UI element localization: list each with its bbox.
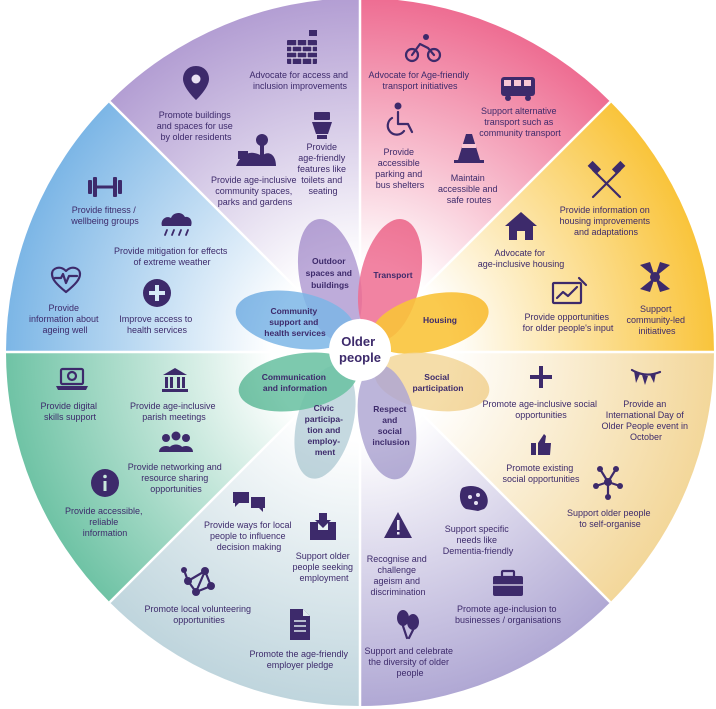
chat-bubbles-icon [233, 492, 265, 512]
item-housing-3: Provide opportunities for older people's… [523, 312, 614, 333]
toilet-icon [312, 112, 332, 139]
item-housing-2: Advocate for age-inclusive housing [478, 248, 565, 269]
sector-transport [360, 0, 611, 352]
thumbs-up-icon [531, 434, 551, 455]
item-respect-2: Recognise and challenge ageism and discr… [367, 554, 430, 597]
item-social-4: Support older people to self-organise [567, 508, 653, 529]
petal-label-social: Social participation [412, 372, 463, 393]
dumbbell-icon [88, 177, 122, 197]
info-icon [91, 469, 119, 497]
inbox-tray-icon [310, 513, 336, 540]
bunting-icon [630, 368, 662, 385]
petals [235, 219, 490, 480]
item-outdoor-1: Advocate for access and inclusion improv… [249, 70, 350, 91]
item-respect-1: Support specific needs like Dementia-fri… [443, 524, 514, 556]
house-icon [505, 212, 537, 240]
sector-respect [360, 352, 611, 706]
warning-triangle-icon [384, 512, 412, 538]
item-community-3: Provide information about ageing well [29, 303, 101, 335]
petal-communication [238, 352, 358, 412]
item-comm-4: Provide accessible, reliable information [65, 506, 145, 538]
item-respect-3: Promote age-inclusion to businesses / or… [455, 604, 562, 625]
petal-label-communication: Communication and information [262, 372, 329, 393]
petal-label-respect: Respect and social inclusion [372, 404, 409, 447]
item-comm-3: Provide networking and resource sharing … [128, 462, 225, 494]
item-community-2: Provide mitigation for effects of extrem… [114, 246, 230, 267]
item-civic-1: Provide ways for local people to influen… [204, 520, 294, 552]
cyclist-icon [404, 34, 442, 63]
petal-respect [357, 364, 417, 480]
sector-social [360, 352, 714, 603]
item-respect-4: Support and celebrate the diversity of o… [364, 646, 455, 678]
laptop-icon [56, 367, 88, 390]
item-comm-2: Provide age-inclusive parish meetings [130, 401, 218, 422]
item-community-1: Provide fitness / wellbeing groups [70, 205, 139, 226]
document-icon [290, 609, 310, 640]
sector-community [6, 101, 360, 352]
plus-icon [530, 366, 552, 388]
item-transport-3: Provide accessible parking and bus shelt… [375, 147, 425, 190]
item-outdoor-4: Provide age-inclusive community spaces, … [211, 175, 299, 207]
sector-communication [6, 352, 360, 603]
item-transport-1: Advocate for Age-friendly transport init… [368, 70, 471, 91]
balloons-icon [397, 610, 419, 640]
heart-pulse-icon [50, 266, 82, 294]
town-hall-icon [162, 368, 188, 392]
briefcase-icon [493, 569, 523, 596]
item-social-3: Promote existing social opportunities [502, 463, 580, 484]
medical-cross-icon [143, 279, 171, 307]
item-outdoor-3: Provide age-friendly features like toile… [297, 142, 348, 196]
item-social-1: Promote age-inclusive social opportuniti… [482, 399, 599, 420]
item-civic-4: Promote the age-friendly employer pledge [249, 649, 350, 670]
item-transport-2: Support alternative transport such as co… [479, 106, 561, 138]
community-network-icon [181, 567, 215, 596]
item-transport-4: Maintain accessible and safe routes [438, 173, 500, 205]
item-civic-3: Promote local volunteering opportunities [144, 604, 253, 625]
park-icon [236, 134, 276, 166]
brick-wall-icon [287, 30, 317, 64]
group-people-icon [159, 431, 193, 452]
item-housing-1: Provide information on housing improveme… [559, 205, 652, 237]
sector-housing [360, 101, 714, 352]
sector-outdoor [109, 0, 360, 352]
item-comm-1: Provide digital skills support [40, 401, 99, 422]
center-circle [329, 319, 391, 381]
bus-icon [501, 77, 535, 101]
petal-label-civic: Civic participa- tion and employ- ment [305, 403, 346, 457]
petal-label-housing: Housing [423, 315, 457, 325]
rain-cloud-icon [161, 212, 192, 236]
petal-housing [371, 292, 489, 354]
map-pin-icon [183, 66, 209, 100]
item-civic-2: Support older people seeking employment [292, 551, 355, 583]
item-community-4: Improve access to health services [119, 314, 195, 335]
hands-together-icon [640, 262, 670, 292]
item-social-2: Provide an International Day of Older Pe… [601, 399, 690, 442]
brain-head-icon [459, 486, 488, 511]
petal-community [235, 290, 355, 350]
petal-label-outdoor: Outdoor spaces and buildings [306, 256, 355, 290]
wheelchair-icon [386, 102, 414, 136]
item-housing-4: Support community-led initiatives [626, 304, 687, 336]
center-label: Older people [339, 334, 381, 365]
petal-label-transport: Transport [373, 270, 412, 280]
tools-icon [587, 160, 626, 199]
chart-board-icon [551, 276, 588, 305]
item-outdoor-2: Promote buildings and spaces for use by … [157, 110, 236, 142]
network-people-icon [593, 466, 623, 500]
petal-label-community: Community support and health services [264, 306, 326, 338]
traffic-cone-icon [454, 134, 484, 163]
